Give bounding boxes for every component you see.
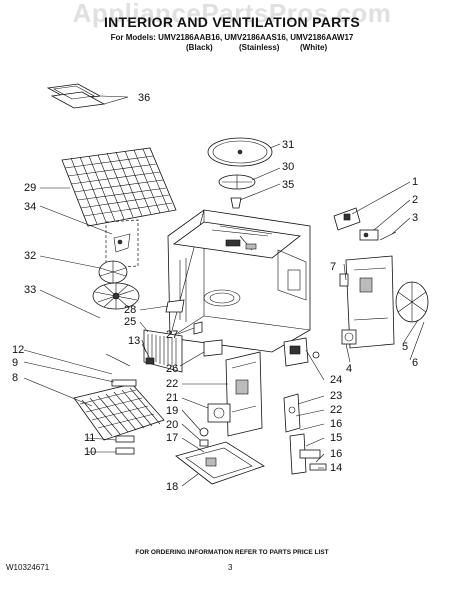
document-number: W10324671: [6, 563, 50, 572]
callout-19: 18: [166, 481, 178, 493]
base-plate: [175, 441, 265, 485]
wire-harness: [105, 353, 131, 367]
callout-6: 6: [412, 357, 418, 369]
callout-21: 20: [166, 419, 178, 431]
callout-17: 22: [330, 404, 342, 416]
callout-23: 22: [166, 378, 178, 390]
callout-16-upper: 16: [330, 418, 342, 430]
variant-white: (White): [300, 43, 328, 52]
drive-motor: [207, 403, 231, 423]
control-switch: [333, 207, 361, 231]
variant-black: (Black): [186, 43, 213, 52]
motor-mount: [341, 329, 357, 345]
callout-22: 21: [166, 392, 178, 404]
fan-blade: [92, 282, 140, 310]
callout-14: 14: [330, 462, 342, 474]
callout-13: 13: [128, 335, 140, 347]
callout-3: 3: [412, 212, 418, 224]
support-block: [203, 339, 223, 357]
watermark-text: AppliancePartsPros.com: [72, 0, 392, 28]
bottom-grille: [73, 383, 165, 441]
latch-bracket: [283, 393, 301, 433]
oven-rack: [61, 147, 177, 227]
lamp-socket: [111, 379, 137, 387]
grease-filters: [46, 83, 106, 109]
blower-wheel: [98, 260, 128, 284]
callout-34: 33: [24, 284, 36, 296]
turntable-tray: [207, 137, 273, 167]
callout-8: 8: [12, 372, 18, 384]
fan-bracket: [105, 219, 139, 269]
callout-31: 30: [282, 161, 294, 173]
magnetron: [283, 337, 309, 367]
callout-27: 26: [166, 363, 178, 375]
callout-29: 28: [124, 304, 136, 316]
variant-stainless: (Stainless): [239, 43, 280, 52]
fan-motor: [395, 281, 429, 323]
coupler: [230, 197, 242, 209]
callout-30: 29: [24, 182, 36, 194]
capacitor: [359, 229, 379, 241]
callout-32: 31: [282, 139, 294, 151]
callout-11: 11: [84, 432, 95, 444]
callout-26: 25: [124, 316, 136, 328]
callout-12: 12: [12, 344, 24, 356]
callout-33: 32: [24, 250, 36, 262]
callout-16-lower: 16: [330, 448, 342, 460]
page-number: 3: [228, 563, 233, 572]
callout-35: 34: [24, 201, 36, 213]
vent-fan-assembly: [345, 255, 395, 349]
callout-5: 5: [402, 341, 408, 353]
callout-4: 4: [346, 363, 352, 375]
model-list: For Models: UMV2186AAB16, UMV2186AAS16, …: [110, 33, 354, 42]
callout-20: 19: [166, 405, 178, 417]
callout-37: 36: [138, 92, 150, 104]
page-title: INTERIOR AND VENTILATION PARTS: [103, 14, 361, 30]
callout-2: 2: [412, 194, 418, 206]
callout-9: 9: [12, 357, 18, 369]
door-hinge: [289, 433, 327, 475]
bracket-small: [165, 299, 185, 313]
clip: [193, 321, 203, 335]
callout-15: 15: [330, 432, 342, 444]
fuse: [379, 231, 397, 241]
callout-24: 23: [330, 390, 342, 402]
washer: [199, 439, 209, 447]
screw: [312, 351, 320, 359]
callout-18: 17: [166, 432, 178, 444]
callout-10: 10: [84, 446, 96, 458]
callout-7: 7: [330, 261, 336, 273]
bulb: [115, 435, 135, 443]
back-panel: [225, 351, 263, 437]
callout-36: 35: [282, 179, 294, 191]
nut: [199, 427, 209, 437]
roller-support: [218, 174, 256, 190]
bulb-cover: [115, 447, 135, 455]
leader-lines: [23, 95, 425, 487]
ordering-note: FOR ORDERING INFORMATION REFER TO PARTS …: [135, 549, 329, 556]
switch-actuator: [339, 273, 349, 287]
callout-1: 1: [412, 176, 418, 188]
thermostat-wire: [141, 343, 155, 365]
callout-25: 24: [330, 374, 342, 386]
microwave-cavity: [167, 209, 311, 353]
callout-28: 27: [166, 329, 178, 341]
